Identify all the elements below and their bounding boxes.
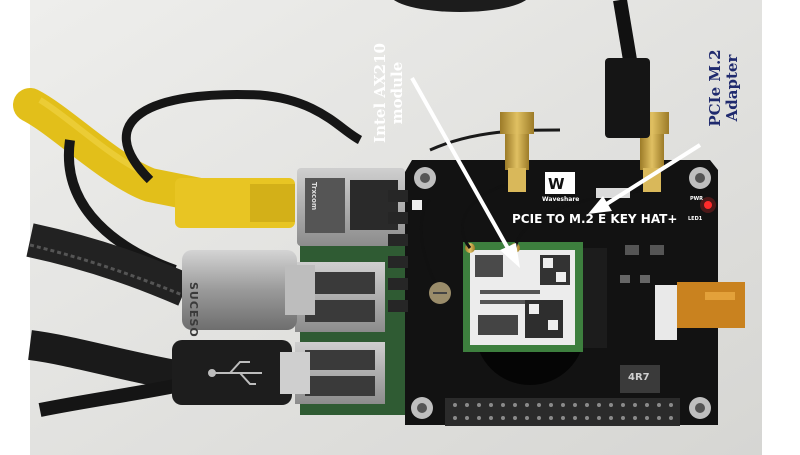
- adapter-label-line1: PCIe M.2: [706, 49, 724, 127]
- waveshare-logo-icon: W: [545, 172, 575, 194]
- mounting-holes: [411, 167, 711, 419]
- led1-label: LED1: [688, 216, 703, 222]
- adapter-label-line2: Adapter: [723, 54, 741, 122]
- usb-symbol-icon: [208, 361, 262, 385]
- gpio-header: [445, 398, 680, 426]
- waveshare-brand-text: Waveshare: [542, 196, 580, 203]
- svg-text:W: W: [548, 175, 565, 193]
- module-callout-arrow: [410, 77, 520, 268]
- adapter-callout-label: PCIe M.2 Adapter: [706, 33, 743, 143]
- ethernet-cable: [13, 88, 217, 212]
- usb-plug-suceso: [182, 250, 297, 330]
- m2-slot: [583, 248, 607, 348]
- inductor-label: 4R7: [628, 372, 650, 383]
- module-callout-label: Intel AX210 module: [371, 28, 408, 158]
- adapter-callout-arrow: [588, 143, 702, 214]
- ribbon-cable: [677, 282, 745, 328]
- ethernet-brand-text: Trxcom: [310, 182, 318, 211]
- pwr-led: [704, 201, 712, 209]
- hat-title-text: PCIE TO M.2 E KEY HAT+: [512, 212, 678, 226]
- heatsink: [388, 190, 408, 312]
- sma-connector-left: [500, 112, 534, 192]
- module-label-line2: module: [388, 61, 406, 125]
- usb-brand-text: SUCESO: [187, 282, 200, 338]
- power-plug: [605, 58, 650, 138]
- pwr-led-label: PWR: [690, 196, 704, 202]
- module-label-line1: Intel AX210: [371, 43, 389, 143]
- inductor: [620, 365, 660, 393]
- ffc-connector: [655, 285, 677, 340]
